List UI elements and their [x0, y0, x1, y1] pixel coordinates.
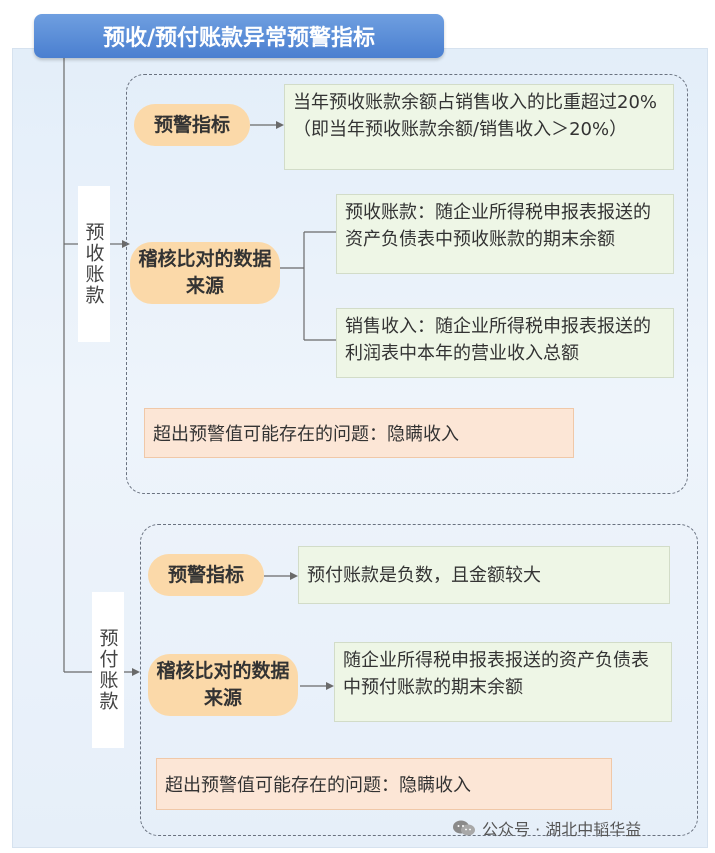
data-source-pill: 稽核比对的数据来源	[130, 242, 280, 304]
diagram-title: 预收/预付账款异常预警指标	[34, 14, 444, 58]
data-source-text-2: 销售收入：随企业所得税申报表报送的利润表中本年的营业收入总额	[336, 308, 674, 378]
watermark: 公众号 · 湖北中韬华益	[452, 816, 641, 840]
data-source-pill: 稽核比对的数据来源	[148, 654, 298, 716]
indicator-text: 预付账款是负数，且金额较大	[298, 546, 670, 604]
wechat-icon	[453, 820, 475, 836]
indicator-pill: 预警指标	[134, 104, 250, 146]
group-label-advance-receipts: 预收账款	[78, 186, 110, 342]
data-source-text: 随企业所得税申报表报送的资产负债表中预付账款的期末余额	[334, 642, 672, 722]
watermark-text: 公众号 · 湖北中韬华益	[482, 820, 642, 839]
risk-note: 超出预警值可能存在的问题：隐瞒收入	[156, 758, 612, 810]
indicator-text: 当年预收账款余额占销售收入的比重超过20%（即当年预收账款余额/销售收入＞20%…	[284, 84, 674, 170]
risk-note: 超出预警值可能存在的问题：隐瞒收入	[144, 408, 574, 458]
indicator-pill: 预警指标	[148, 554, 264, 596]
group-advance-receipts	[126, 74, 688, 494]
group-label-advance-payments: 预付账款	[92, 592, 124, 748]
group-advance-payments	[140, 524, 698, 836]
data-source-text-1: 预收账款：随企业所得税申报表报送的资产负债表中预收账款的期末余额	[336, 194, 674, 274]
